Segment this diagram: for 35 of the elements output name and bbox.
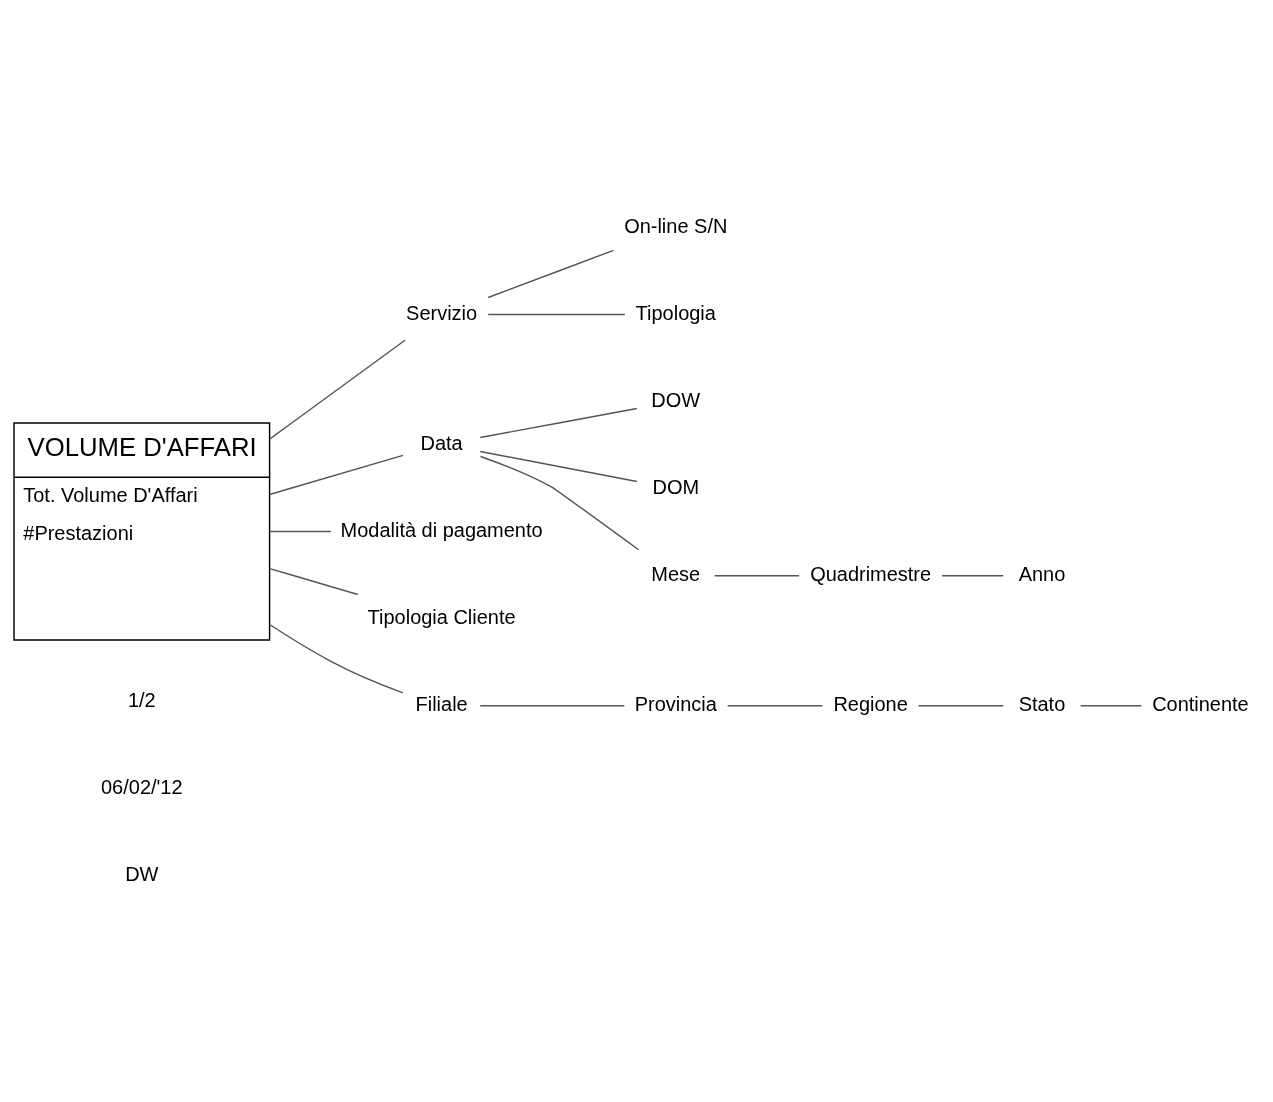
connector [479,450,638,482]
node-text: On-line S/N [624,214,728,237]
connector [268,454,404,495]
label: 1/2 [127,688,156,711]
node-text: DOM [652,475,700,498]
connector [1079,704,1143,706]
connector [917,704,1004,706]
connector [479,407,638,438]
node-text: Quadrimestre [810,562,932,585]
connector [726,704,824,706]
connector [713,574,800,576]
node-text: Mese [651,562,701,585]
label: 06/02/'12 [101,775,183,798]
connector [268,567,359,595]
node-text: DOW [651,388,701,411]
node-text: Tipologia Cliente [367,605,516,628]
connector [487,313,626,315]
node-text: Provincia [634,692,717,715]
node-text: Continente [1152,692,1249,715]
connector [487,249,615,298]
connector [268,339,406,440]
node-text: Servizio [406,301,478,324]
connector [268,530,332,532]
connector [479,704,626,706]
connector [479,455,640,550]
node-text: Tipologia [635,301,716,324]
node-text: Regione [833,692,908,715]
node-text: Filiale [415,692,468,715]
node-text: Modalità di pagamento [340,518,543,541]
connector [268,623,404,694]
node-text: Stato [1018,692,1066,715]
label: DW [125,862,159,885]
node-text: Data [420,431,463,454]
node-text: Anno [1018,562,1066,585]
connector [941,574,1004,576]
